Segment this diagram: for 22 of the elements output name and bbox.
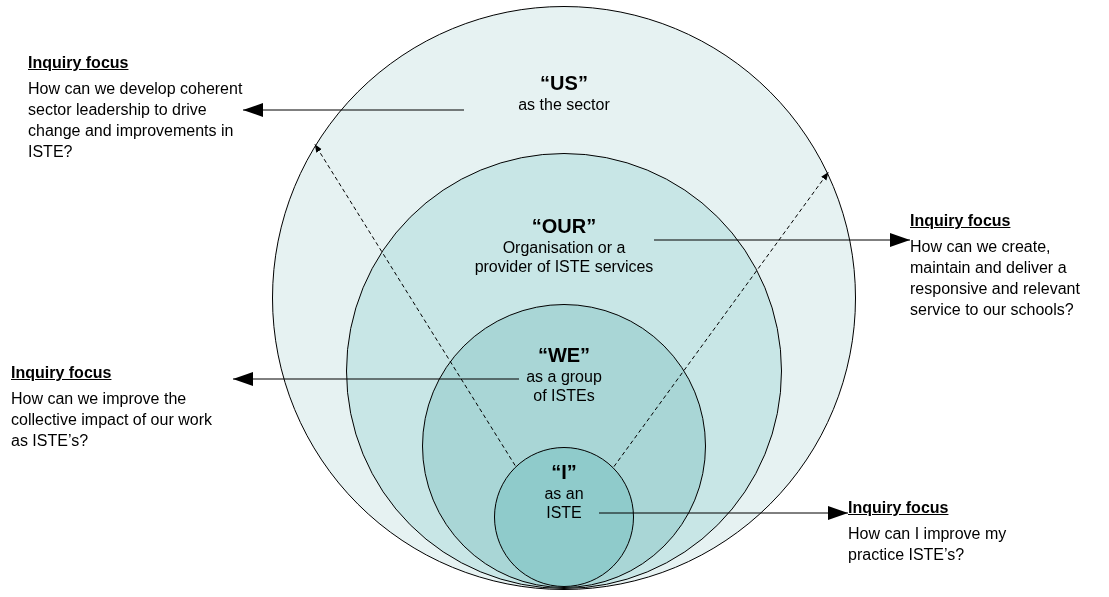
arrow — [653, 233, 911, 247]
inquiry-heading: Inquiry focus — [910, 211, 1011, 231]
inquiry-heading: Inquiry focus — [28, 53, 129, 73]
inquiry-question: How can we improve the collective impact of our work as ISTE’s? — [11, 389, 213, 451]
inquiry-heading: Inquiry focus — [848, 498, 949, 518]
circle-subtitle: as a group of ISTEs — [525, 367, 603, 405]
inquiry-question: How can I improve my practice ISTE’s? — [848, 524, 1008, 565]
inquiry-question: How can we create, maintain and deliver a responsive and relevant service to our schools? — [910, 237, 1081, 320]
arrow — [598, 506, 849, 520]
circle-title: “WE” — [536, 343, 592, 367]
inquiry-heading: Inquiry focus — [11, 363, 112, 383]
circle-subtitle: Organisation or a provider of ISTE services — [474, 238, 654, 276]
circle-subtitle: as the sector — [517, 95, 611, 114]
circle-subtitle: as an ISTE — [543, 484, 585, 522]
circle-title: “OUR” — [530, 214, 598, 238]
arrow — [232, 372, 520, 386]
inquiry-question: How can we develop coherent sector leadership to drive change and improvements in ISTE? — [28, 79, 243, 162]
circle-title: “US” — [539, 71, 589, 95]
arrow — [242, 103, 465, 117]
dashed-arrow — [314, 143, 516, 466]
circle-title: “I” — [550, 460, 578, 484]
dashed-arrow — [613, 171, 829, 468]
